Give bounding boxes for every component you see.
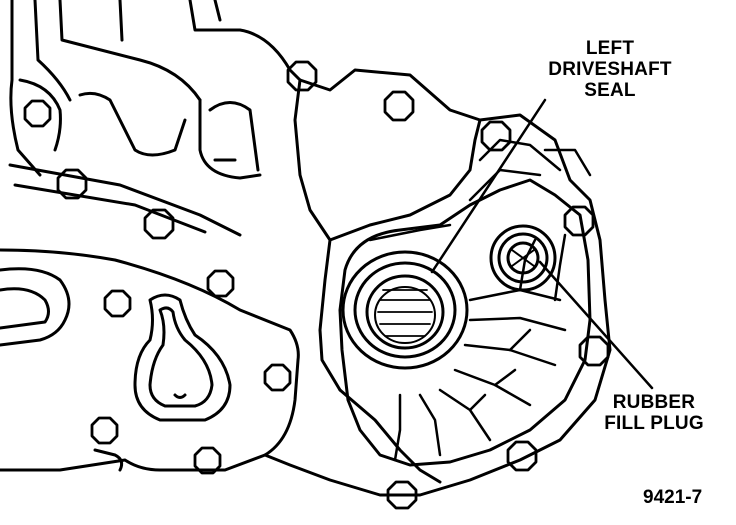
label-plug-line2: FILL PLUG xyxy=(604,413,704,434)
label-seal-line1: LEFT xyxy=(585,38,635,59)
case-ribs xyxy=(368,138,592,462)
label-seal-line3: SEAL xyxy=(584,80,636,101)
label-left-driveshaft-seal: LEFT DRIVESHAFT SEAL xyxy=(520,38,700,101)
rubber-fill-plug xyxy=(489,224,557,292)
label-seal-line2: DRIVESHAFT xyxy=(548,59,672,80)
transaxle-case xyxy=(263,68,612,497)
engine-block-outline xyxy=(8,0,302,237)
label-plug-line1: RUBBER xyxy=(612,392,696,413)
driveshaft-seal xyxy=(341,250,469,370)
leader-lines xyxy=(430,98,654,390)
cover-plate xyxy=(0,248,300,472)
label-rubber-fill-plug: RUBBER FILL PLUG xyxy=(592,392,716,434)
bolt-heads xyxy=(23,60,610,510)
figure-number: 9421-7 xyxy=(643,487,703,508)
